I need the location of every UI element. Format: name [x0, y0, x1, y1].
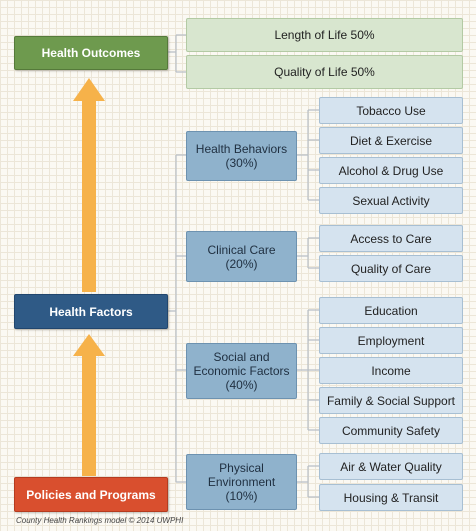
group-physical-environment: Physical Environment (10%)	[186, 454, 297, 510]
factor-item-label: Alcohol & Drug Use	[338, 163, 444, 178]
factor-item-label: Income	[371, 363, 411, 378]
arrow-up-bottom	[73, 334, 105, 476]
group-name-line2: Economic Factors	[193, 364, 290, 378]
factor-item-label: Education	[364, 303, 418, 318]
factor-item-label: Quality of Care	[350, 261, 432, 276]
factor-item: Access to Care	[319, 225, 463, 252]
group-social-economic: Social and Economic Factors (40%)	[186, 343, 297, 399]
factor-item: Tobacco Use	[319, 97, 463, 124]
policies-programs-box: Policies and Programs	[14, 477, 168, 512]
factor-item: Income	[319, 357, 463, 384]
factor-item: Community Safety	[319, 417, 463, 444]
outcome-item-label: Quality of Life 50%	[274, 65, 375, 79]
group-weight: (30%)	[225, 156, 258, 170]
group-weight: (20%)	[225, 256, 258, 271]
factor-item-label: Tobacco Use	[356, 103, 426, 118]
factor-item-label: Family & Social Support	[326, 393, 456, 408]
factor-item: Air & Water Quality	[319, 453, 463, 480]
factor-item: Employment	[319, 327, 463, 354]
factor-item-label: Air & Water Quality	[340, 459, 442, 474]
credit-caption: County Health Rankings model © 2014 UWPH…	[16, 516, 184, 525]
group-name-line1: Social and	[213, 350, 270, 364]
outcome-item: Length of Life 50%	[186, 18, 463, 52]
group-health-behaviors: Health Behaviors (30%)	[186, 131, 297, 181]
group-name: Health Behaviors	[195, 142, 288, 156]
factor-item: Alcohol & Drug Use	[319, 157, 463, 184]
health-outcomes-label: Health Outcomes	[41, 46, 141, 60]
factor-item: Housing & Transit	[319, 484, 463, 511]
health-factors-label: Health Factors	[49, 304, 133, 319]
factor-item-label: Employment	[357, 333, 425, 348]
factor-item: Sexual Activity	[319, 187, 463, 214]
outcome-item: Quality of Life 50%	[186, 55, 463, 89]
factor-item-label: Community Safety	[341, 423, 441, 438]
connector-lines	[168, 34, 319, 498]
group-clinical-care: Clinical Care (20%)	[186, 231, 297, 282]
group-weight: (40%)	[225, 378, 258, 392]
group-name-line1: Physical	[219, 461, 264, 475]
group-weight: (10%)	[225, 489, 258, 503]
factor-item: Diet & Exercise	[319, 127, 463, 154]
health-factors-box: Health Factors	[14, 294, 168, 329]
factor-item: Quality of Care	[319, 255, 463, 282]
group-name-line2: Environment	[207, 475, 276, 489]
arrow-up-top	[73, 78, 105, 292]
outcome-item-label: Length of Life 50%	[274, 28, 375, 42]
factor-item-label: Housing & Transit	[343, 490, 439, 505]
factor-item-label: Access to Care	[350, 231, 432, 246]
health-outcomes-box: Health Outcomes	[14, 36, 168, 70]
factor-item: Education	[319, 297, 463, 324]
factor-item-label: Diet & Exercise	[349, 133, 433, 148]
group-name: Clinical Care	[207, 242, 276, 257]
policies-programs-label: Policies and Programs	[26, 487, 156, 502]
factor-item-label: Sexual Activity	[352, 193, 430, 208]
factor-item: Family & Social Support	[319, 387, 463, 414]
